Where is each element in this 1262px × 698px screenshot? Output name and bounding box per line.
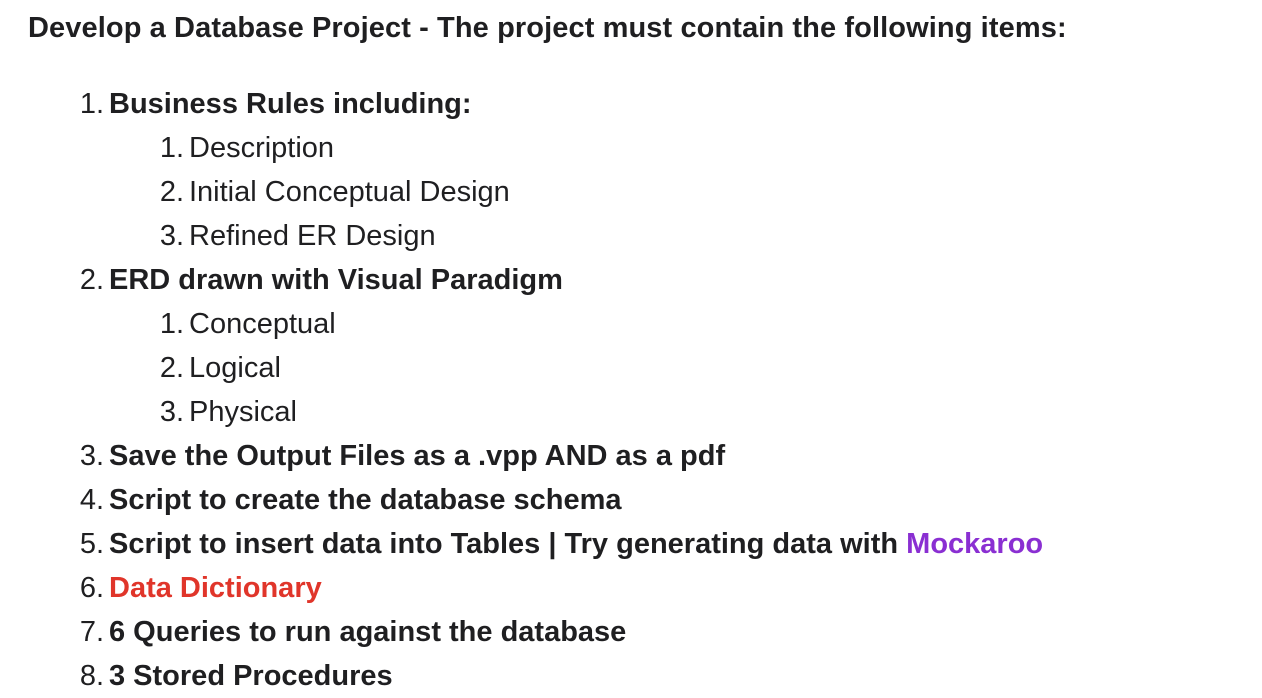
list-item-text: 6 Queries to run against the database [109, 616, 627, 648]
list-item-number: 4. [79, 484, 104, 516]
list-item-text: Save the Output Files as a .vpp AND as a… [109, 440, 726, 472]
page-heading: Develop a Database Project - The project… [28, 12, 1067, 44]
list-item-text: Script to create the database schema [109, 484, 622, 516]
list-item: 3. Save the Output Files as a .vpp AND a… [0, 434, 1262, 478]
sub-list-item-number: 2. [159, 176, 184, 208]
sub-list-item-number: 3. [159, 220, 184, 252]
list-item: 5. Script to insert data into Tables | T… [0, 522, 1262, 566]
sub-list-item-text: Refined ER Design [189, 220, 436, 252]
sub-list-item-text: Physical [189, 396, 297, 428]
list-item-text: ERD drawn with Visual Paradigm [109, 264, 563, 296]
list-item-text: Business Rules including: [109, 88, 472, 120]
sub-list-item-number: 1. [159, 132, 184, 164]
sub-list-item-number: 1. [159, 308, 184, 340]
list-item-number: 7. [79, 616, 104, 648]
list-item-number: 6. [79, 572, 104, 604]
sub-list-item-text: Conceptual [189, 308, 336, 340]
list-item: 1. Business Rules including: [0, 82, 1262, 126]
sub-list-item: 3. Physical [0, 390, 1262, 434]
mockaroo-link[interactable]: Mockaroo [906, 528, 1044, 560]
sub-list-item-text: Description [189, 132, 335, 164]
list-item: 7. 6 Queries to run against the database [0, 610, 1262, 654]
list-item: 4. Script to create the database schema [0, 478, 1262, 522]
list-item-text-segment: Script to insert data into Tables | Try … [109, 528, 907, 560]
requirements-list: 1. Business Rules including: 1. Descript… [0, 82, 1262, 698]
sub-list-item-text: Logical [189, 352, 281, 384]
list-item-number: 8. [79, 660, 104, 692]
sub-list-item: 2. Initial Conceptual Design [0, 170, 1262, 214]
list-item: 6. Data Dictionary [0, 566, 1262, 610]
sub-list-item: 1. Conceptual [0, 302, 1262, 346]
list-item: 8. 3 Stored Procedures [0, 654, 1262, 698]
list-item-text: Script to insert data into Tables | Try … [109, 522, 1043, 566]
list-item-number: 1. [79, 88, 104, 120]
list-item-number: 5. [79, 528, 104, 560]
sub-list-item: 1. Description [0, 126, 1262, 170]
sub-list-item: 3. Refined ER Design [0, 214, 1262, 258]
list-item: 2. ERD drawn with Visual Paradigm [0, 258, 1262, 302]
list-item-number: 2. [79, 264, 104, 296]
data-dictionary-text: Data Dictionary [109, 572, 322, 604]
sub-list-item-number: 3. [159, 396, 184, 428]
list-item-text: 3 Stored Procedures [109, 660, 393, 692]
sub-list-item-number: 2. [159, 352, 184, 384]
sub-list-item: 2. Logical [0, 346, 1262, 390]
list-item-number: 3. [79, 440, 104, 472]
sub-list-item-text: Initial Conceptual Design [189, 176, 510, 208]
